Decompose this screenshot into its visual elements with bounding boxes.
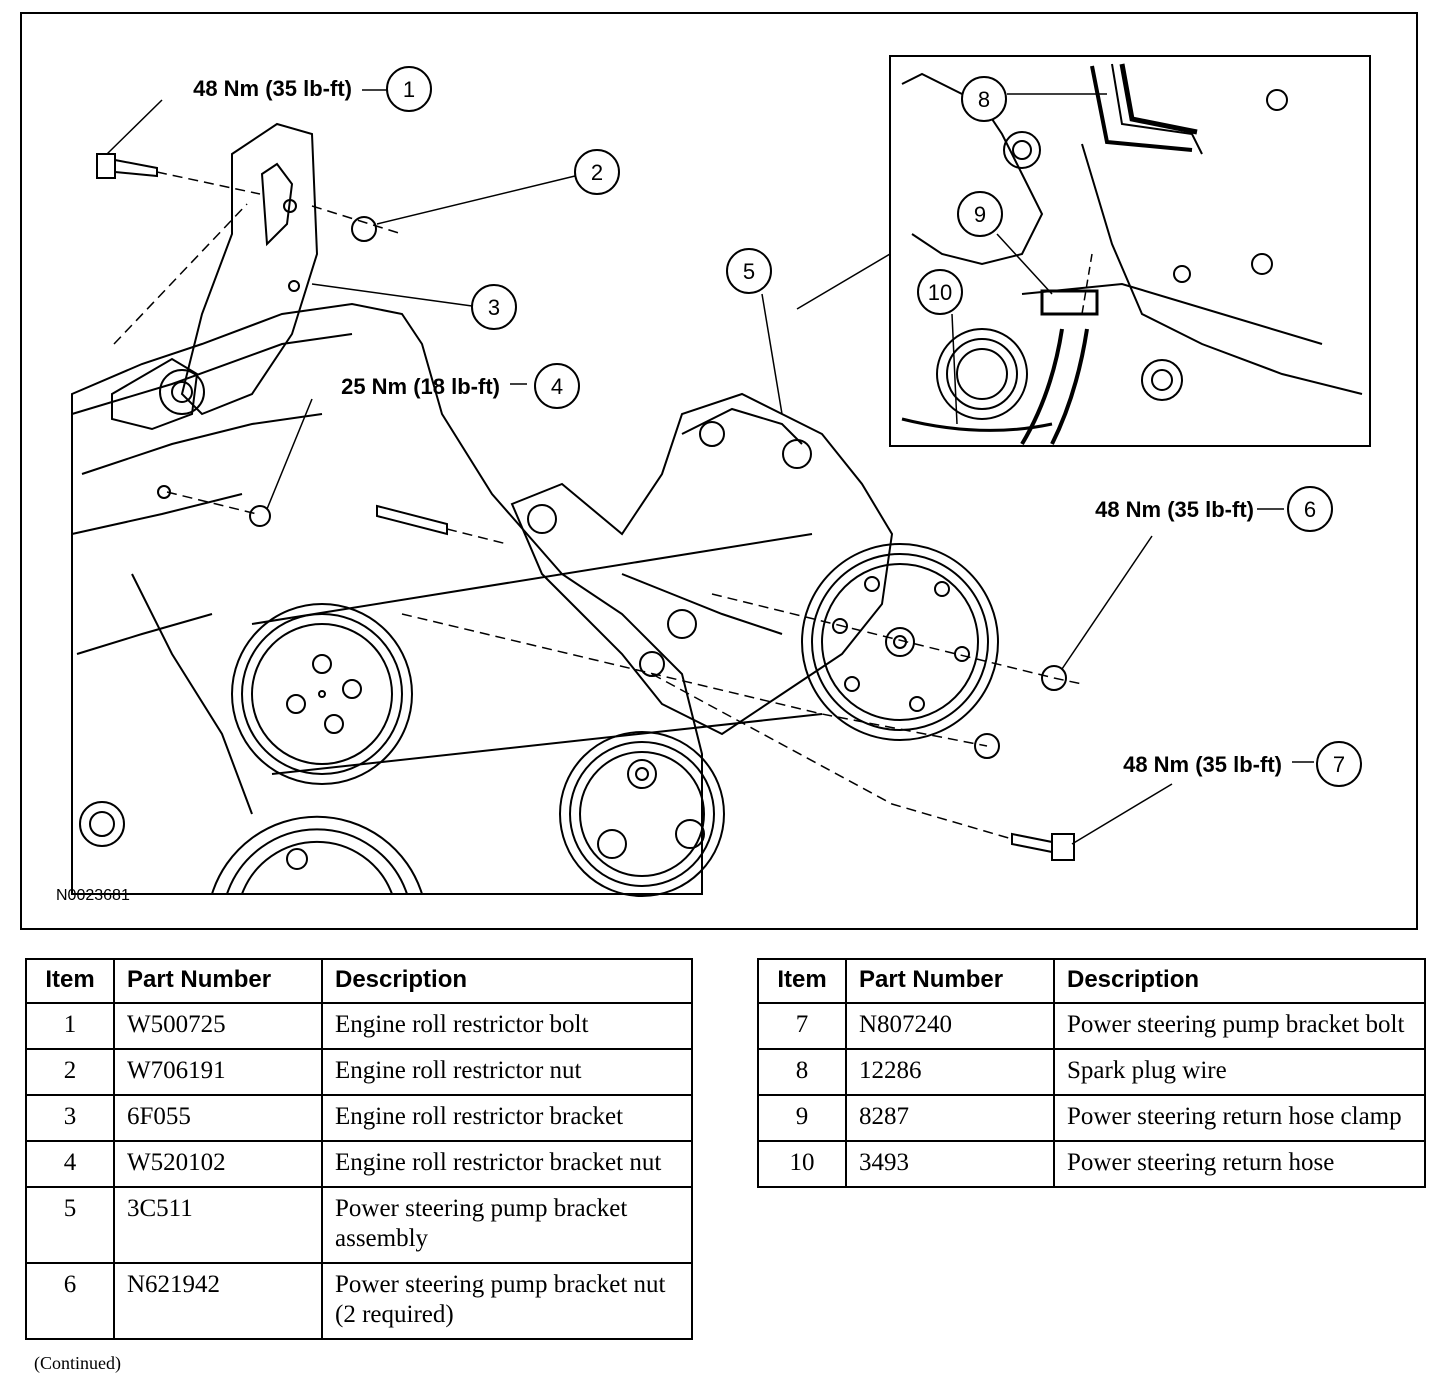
cell-description: Power steering pump bracket assembly <box>321 1186 693 1264</box>
table-row: 2 W706191 Engine roll restrictor nut <box>25 1048 693 1096</box>
ac-compressor-clutch <box>559 731 725 897</box>
cell-part-number: N621942 <box>113 1262 323 1340</box>
nut-6 <box>1041 665 1067 691</box>
parts-table-left: Item Part Number Description 1 W500725 E… <box>25 958 693 1340</box>
callout-circle-5 <box>726 248 772 294</box>
callout-number-7: 7 <box>1333 752 1345 777</box>
callout-number-4: 4 <box>551 374 563 399</box>
engine-diagram: 1 2 3 4 5 6 7 8 9 10 48 Nm (35 lb-ft) 25… <box>56 55 1371 904</box>
water-pump-pulley <box>231 603 413 785</box>
spark-plug-wire <box>1090 65 1193 152</box>
callout-number-10: 10 <box>928 280 952 305</box>
cell-part-number: W520102 <box>113 1140 323 1188</box>
table-row: 7 N807240 Power steering pump bracket bo… <box>757 1002 1426 1050</box>
cell-description: Power steering return hose clamp <box>1053 1094 1426 1142</box>
cell-item: 10 <box>757 1140 847 1188</box>
table-row: 1 W500725 Engine roll restrictor bolt <box>25 1002 693 1050</box>
cell-description: Engine roll restrictor nut <box>321 1048 693 1096</box>
cell-part-number: W500725 <box>113 1002 323 1050</box>
header-description: Description <box>321 958 693 1004</box>
callout-circle-2 <box>574 149 620 195</box>
exploded-view-figure: 1 2 3 4 5 6 7 8 9 10 48 Nm (35 lb-ft) 25… <box>20 12 1418 930</box>
header-part-number: Part Number <box>845 958 1055 1004</box>
torque-label-6: 48 Nm (35 lb-ft) <box>1095 497 1254 522</box>
cell-part-number: 8287 <box>845 1094 1055 1142</box>
engine-block-outline <box>71 302 703 895</box>
cell-part-number: 6F055 <box>113 1094 323 1142</box>
bolt-1 <box>96 153 158 179</box>
callout-number-8: 8 <box>978 87 990 112</box>
table-row: 3 6F055 Engine roll restrictor bracket <box>25 1094 693 1142</box>
callout-number-6: 6 <box>1304 497 1316 522</box>
cell-item: 9 <box>757 1094 847 1142</box>
cell-description: Engine roll restrictor bracket <box>321 1094 693 1142</box>
return-hose <box>1020 328 1089 446</box>
cell-description: Power steering return hose <box>1053 1140 1426 1188</box>
restrictor-bushing <box>159 369 205 415</box>
cell-part-number: N807240 <box>845 1002 1055 1050</box>
torque-label-7: 48 Nm (35 lb-ft) <box>1123 752 1282 777</box>
table-header-row: Item Part Number Description <box>25 958 693 1004</box>
table-row: 10 3493 Power steering return hose <box>757 1140 1426 1188</box>
continued-note: (Continued) <box>34 1353 121 1373</box>
nut-2 <box>351 216 377 242</box>
header-item: Item <box>757 958 847 1004</box>
parts-table-right: Item Part Number Description 7 N807240 P… <box>757 958 1426 1188</box>
callout-number-1: 1 <box>403 77 415 102</box>
cell-item: 7 <box>757 1002 847 1050</box>
callout-circle-8 <box>961 76 1007 122</box>
cell-part-number: W706191 <box>113 1048 323 1096</box>
cell-item: 2 <box>25 1048 115 1096</box>
callout-number-9: 9 <box>974 202 986 227</box>
cell-part-number: 12286 <box>845 1048 1055 1096</box>
header-item: Item <box>25 958 115 1004</box>
callout-circle-3 <box>471 284 517 330</box>
callout-number-3: 3 <box>488 295 500 320</box>
table-row: 5 3C511 Power steering pump bracket asse… <box>25 1186 693 1264</box>
cell-description: Engine roll restrictor bracket nut <box>321 1140 693 1188</box>
callout-circle-9 <box>957 191 1003 237</box>
cell-item: 1 <box>25 1002 115 1050</box>
table-header-row: Item Part Number Description <box>757 958 1426 1004</box>
callout-circle-10 <box>917 269 963 315</box>
cell-description: Spark plug wire <box>1053 1048 1426 1096</box>
cell-item: 4 <box>25 1140 115 1188</box>
cell-item: 6 <box>25 1262 115 1340</box>
nut-4 <box>249 505 271 527</box>
table-row: 9 8287 Power steering return hose clamp <box>757 1094 1426 1142</box>
callout-circle-4 <box>534 363 580 409</box>
drive-belt <box>251 533 823 775</box>
crankshaft-pulley <box>211 815 423 895</box>
callout-circle-6 <box>1287 486 1333 532</box>
figure-id: N0023681 <box>56 887 130 904</box>
torque-label-1: 48 Nm (35 lb-ft) <box>193 76 352 101</box>
callout-number-5: 5 <box>743 259 755 284</box>
header-part-number: Part Number <box>113 958 323 1004</box>
cell-item: 5 <box>25 1186 115 1264</box>
cell-description: Power steering pump bracket nut (2 requi… <box>321 1262 693 1340</box>
table-row: 4 W520102 Engine roll restrictor bracket… <box>25 1140 693 1188</box>
cell-description: Power steering pump bracket bolt <box>1053 1002 1426 1050</box>
ps-pump-pulley <box>801 543 999 741</box>
table-row: 6 N621942 Power steering pump bracket nu… <box>25 1262 693 1340</box>
table-row: 8 12286 Spark plug wire <box>757 1048 1426 1096</box>
cell-item: 8 <box>757 1048 847 1096</box>
detail-inset <box>796 55 1371 447</box>
return-hose-clamp <box>1040 289 1099 316</box>
power-steering-bracket <box>510 392 894 736</box>
callout-number-2: 2 <box>591 160 603 185</box>
nut-6b <box>974 733 1000 759</box>
callout-circle-7 <box>1316 741 1362 787</box>
cell-part-number: 3C511 <box>113 1186 323 1264</box>
bolt-7 <box>1011 832 1075 861</box>
cell-item: 3 <box>25 1094 115 1142</box>
header-description: Description <box>1053 958 1426 1004</box>
cell-part-number: 3493 <box>845 1140 1055 1188</box>
torque-label-4: 25 Nm (18 lb-ft) <box>341 374 500 399</box>
cell-description: Engine roll restrictor bolt <box>321 1002 693 1050</box>
roll-restrictor-bracket <box>180 122 319 416</box>
callout-circle-1 <box>386 66 432 112</box>
